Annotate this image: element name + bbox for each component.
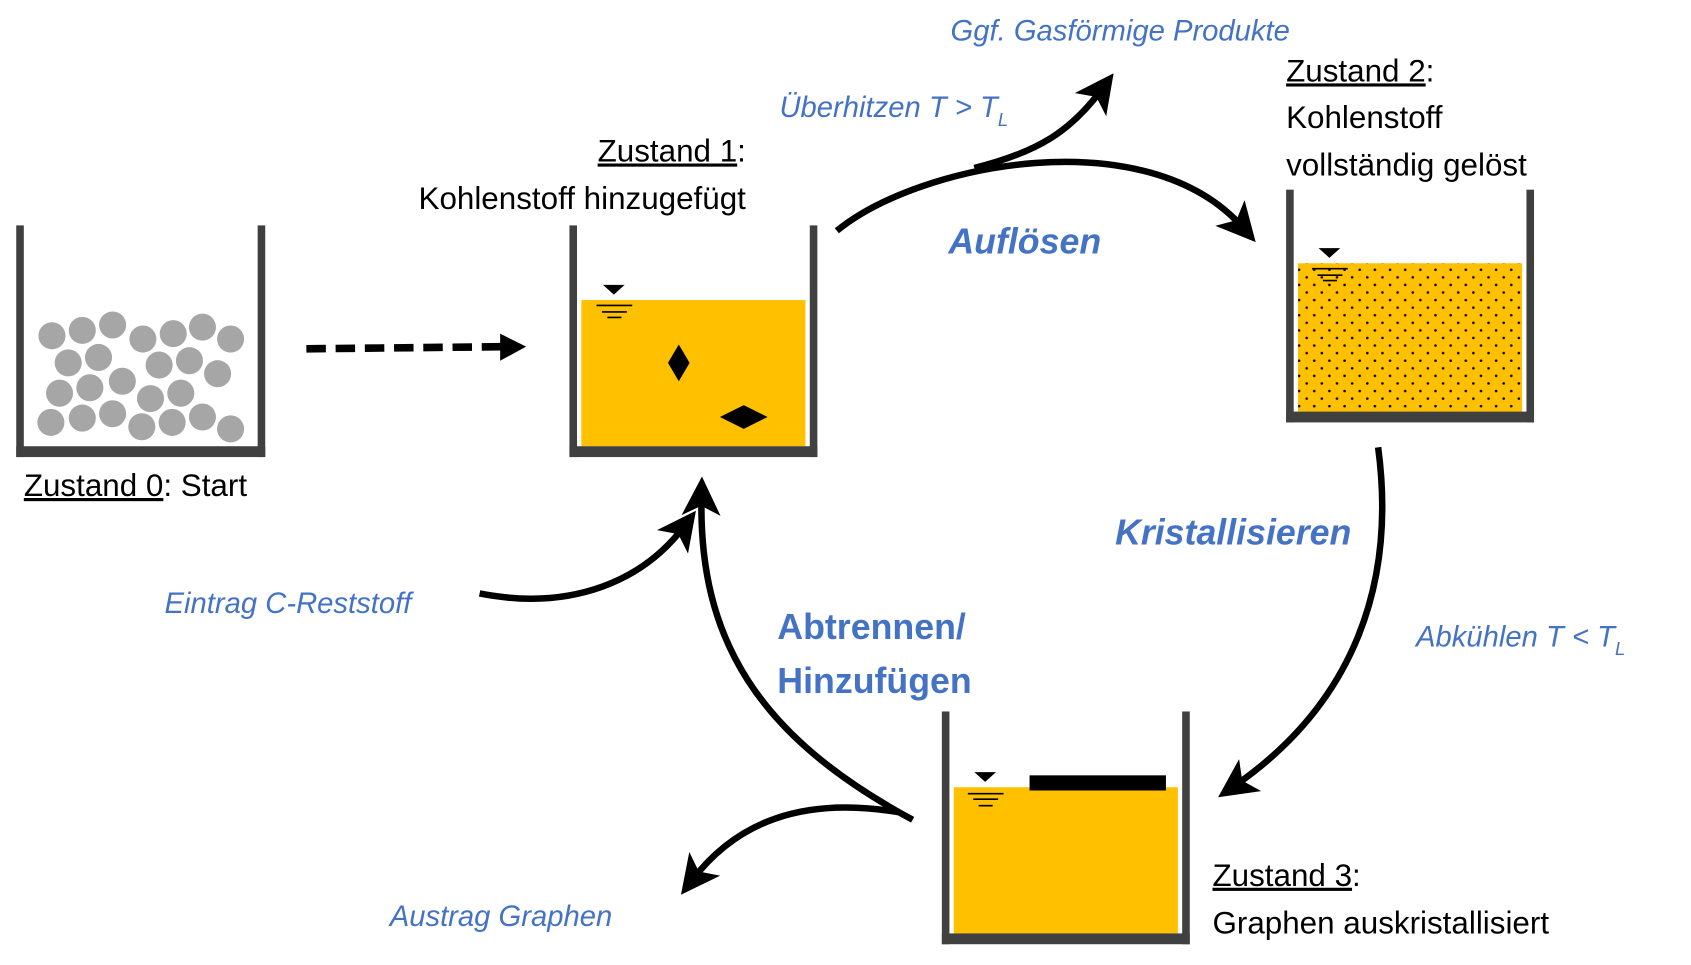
carbon-particle [217, 325, 245, 353]
carbon-particle [84, 343, 113, 371]
beaker-state-3 [941, 711, 1190, 945]
dissolve-arrow [834, 158, 1256, 243]
carbon-particles [37, 311, 245, 443]
discharge-arrow [680, 804, 900, 895]
feed-arrow [478, 510, 696, 602]
state-2-desc: Kohlenstoff [1286, 100, 1443, 135]
dashed-arrow-head [500, 333, 527, 361]
carbon-particle [129, 325, 157, 353]
state-2-title: Zustand 2: [1286, 53, 1434, 88]
gas-products-label: Ggf. Gasförmige Produkte [951, 15, 1290, 47]
carbon-particle [158, 408, 186, 436]
dissolve-label: Auflösen [947, 222, 1101, 262]
beaker-state-1 [569, 225, 818, 458]
overheat-label: Überhitzen T > TL [779, 92, 1008, 130]
carbon-particle [76, 374, 104, 402]
carbon-particle [128, 413, 156, 441]
discharge-label: Austrag Graphen [388, 901, 613, 933]
separate-arrow [681, 476, 915, 823]
carbon-particle [217, 415, 245, 443]
water-level-icon [967, 772, 1004, 807]
water-level-icon [1312, 248, 1348, 282]
state-3-title: Zustand 3: [1212, 858, 1360, 893]
state-0-label: Zustand 0: Start [24, 468, 248, 503]
feed-label: Eintrag C-Reststoff [165, 588, 415, 620]
state-3-desc: Graphen auskristallisiert [1212, 905, 1549, 940]
carbon-particle [68, 316, 96, 344]
crystallize-arrow [1218, 446, 1386, 798]
graphene-layer [1029, 775, 1166, 791]
carbon-particle [99, 400, 127, 428]
carbon-particle [188, 313, 216, 341]
carbon-particle [159, 320, 187, 348]
carbon-particle [167, 379, 195, 407]
crystallize-label: Kristallisieren [1115, 513, 1351, 553]
dashed-arrow [306, 342, 509, 353]
gas-arrow [973, 73, 1114, 172]
cool-label: Abkühlen T < TL [1414, 622, 1625, 660]
carbon-particle [108, 367, 136, 395]
carbon-particle [38, 322, 66, 350]
state-1-title: Zustand 1: [598, 134, 746, 169]
beaker-state-2 [1286, 189, 1535, 423]
beaker-state-0 [16, 225, 266, 458]
state-1-desc: Kohlenstoff hinzugefügt [419, 181, 747, 216]
state-2-desc: vollständig gelöst [1286, 148, 1527, 183]
carbon-particle [68, 404, 96, 432]
carbon-particle [145, 351, 173, 379]
separate-label: Abtrennen/ [777, 607, 966, 647]
add-label: Hinzufügen [777, 661, 971, 701]
carbon-particle [46, 379, 74, 407]
water-level-icon [596, 284, 633, 319]
carbon-particle [136, 385, 165, 413]
carbon-particle [188, 403, 216, 431]
carbon-particle [175, 347, 203, 375]
carbon-piece-icon [667, 344, 690, 382]
carbon-particle [37, 408, 65, 436]
carbon-piece-icon [719, 405, 768, 429]
carbon-particle [54, 349, 82, 377]
carbon-particle [99, 311, 127, 339]
carbon-particle [204, 360, 232, 388]
